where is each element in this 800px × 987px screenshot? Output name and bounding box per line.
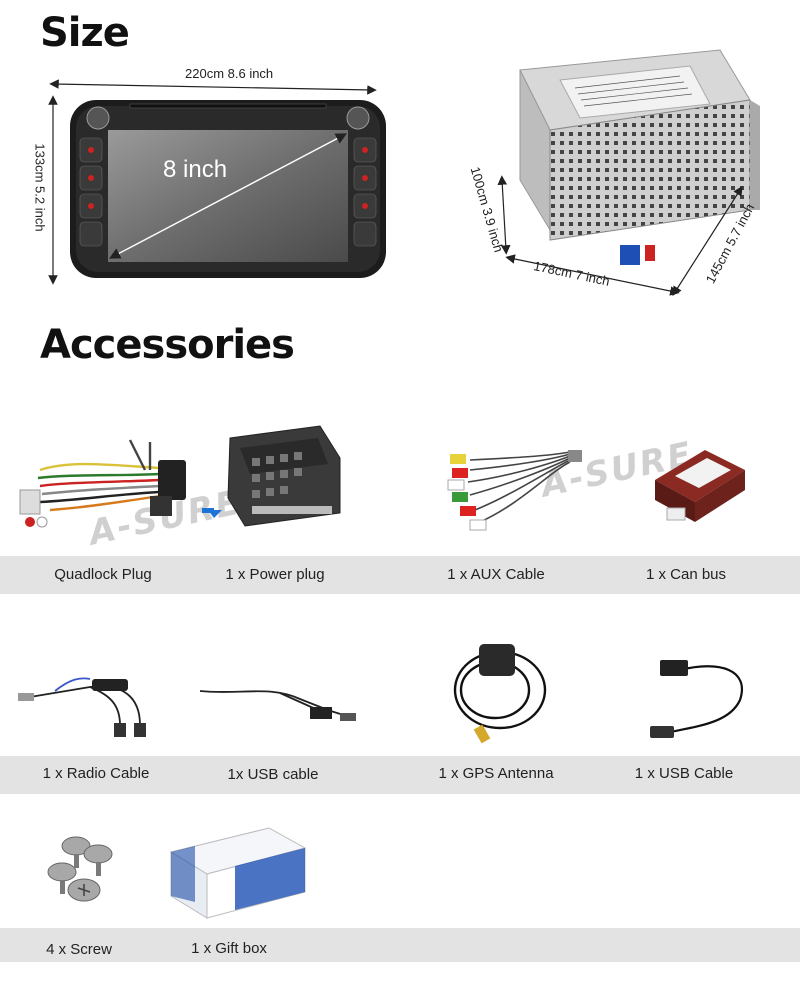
rear-unit-image [497,49,760,297]
accessory-label-screw: 4 x Screw [46,941,112,958]
accessory-label-radio-cable: 1 x Radio Cable [42,765,150,782]
usb-cable-icon [199,690,356,721]
gift-box-icon [169,827,307,919]
accessories-heading: Accessories [40,322,295,368]
aux-cable-icon [447,450,582,531]
front-height-label: 133cm 5.2 inch [32,143,48,232]
accessory-label-quadlock-plug: Quadlock Plug [54,566,152,583]
accessory-label-gift-box: 1 x Gift box [191,940,267,957]
power-plug-icon [202,425,341,527]
screen-diagonal-label: 8 inch [163,156,228,183]
accessory-label-band [0,928,800,962]
size-heading: Size [40,10,130,56]
radio-cable-icon [18,677,146,737]
gps-antenna-icon [453,644,547,744]
usb-cable-2-icon [650,660,743,738]
accessory-label-power-plug: 1 x Power plug [225,566,325,583]
canbus-box-icon [655,450,745,522]
accessory-label-can-bus: 1 x Can bus [645,566,727,583]
front-width-label: 220cm 8.6 inch [185,66,274,81]
screw-icon [47,836,113,902]
accessory-label-gps-antenna: 1 x GPS Antenna [438,765,554,782]
accessory-label-band [0,556,800,594]
front-unit-image [48,79,386,285]
accessory-label-band [0,756,800,794]
accessory-label-usb-cable: 1x USB cable [227,766,319,783]
accessory-label-usb-cable-2: 1 x USB Cable [634,765,734,782]
accessory-label-aux-cable: 1 x AUX Cable [447,566,545,583]
wiring-harness-icon [19,439,186,528]
